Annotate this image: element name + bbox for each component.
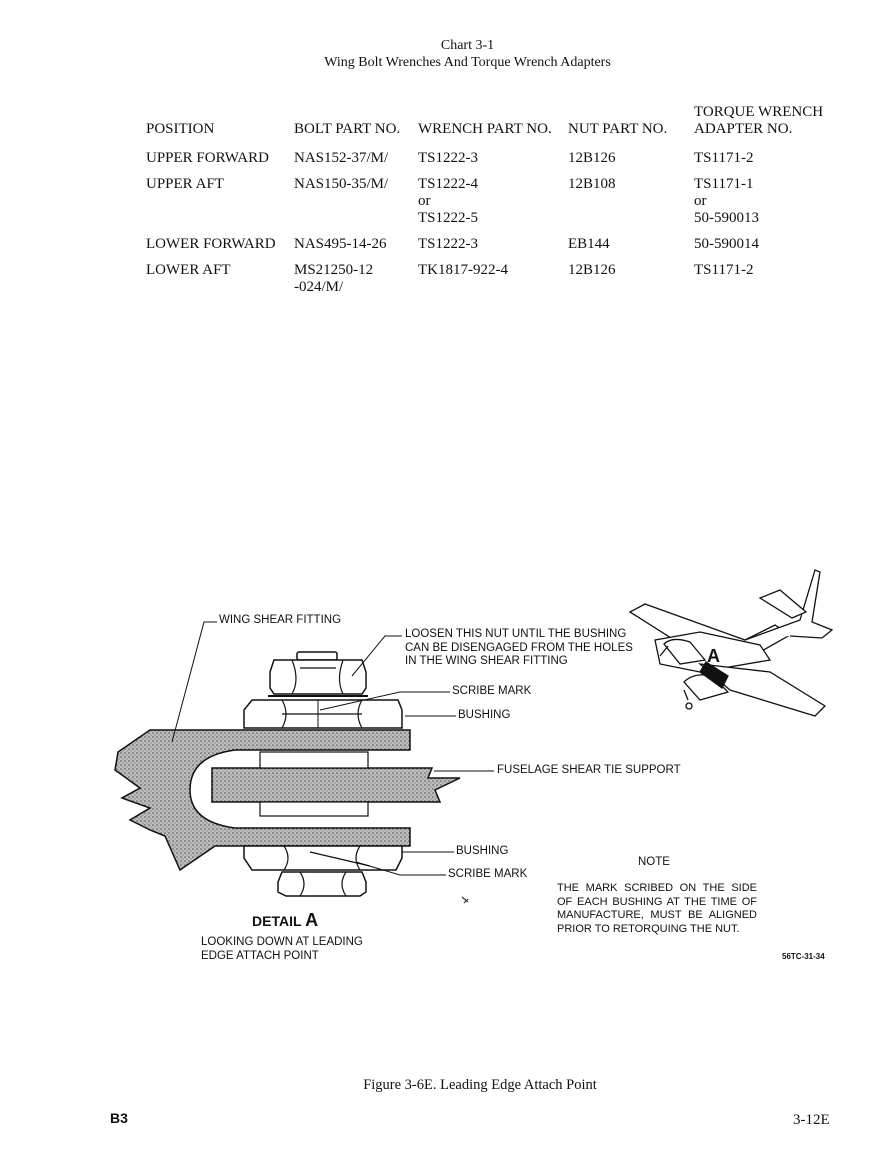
note-title: NOTE [638, 856, 670, 868]
table-header-row: POSITION BOLT PART NO. WRENCH PART NO. N… [146, 104, 842, 150]
table-row: LOWER AFT MS21250-12 -024/M/ TK1817-922-… [146, 262, 842, 305]
cell-wrench: TS1222-4 or TS1222-5 [418, 176, 568, 236]
label-wing-shear-fitting: WING SHEAR FITTING [219, 614, 342, 626]
fuselage-shear-tie [211, 767, 461, 803]
label-scribe-mark-bottom: SCRIBE MARK [448, 868, 528, 880]
header-wrench: WRENCH PART NO. [418, 121, 552, 137]
detail-a-description: LOOKING DOWN AT LEADING EDGE ATTACH POIN… [201, 936, 363, 963]
leader-wing-shear-fitting [171, 621, 217, 743]
cell-bolt: NAS495-14-26 [294, 236, 418, 262]
chart-number: Chart 3-1 [440, 38, 495, 53]
label-scribe-mark-top: SCRIBE MARK [452, 685, 532, 697]
cell-wrench-line: TK1817-922-4 [418, 262, 508, 278]
looking-line2: EDGE ATTACH POINT [201, 949, 319, 962]
cell-bolt-line: NAS495-14-26 [294, 236, 387, 252]
cell-adapter: TS1171-2 [694, 150, 842, 176]
cell-wrench-or: or [418, 193, 431, 209]
cell-bolt-line: -024/M/ [294, 279, 344, 295]
label-loosen-line3: IN THE WING SHEAR FITTING [405, 655, 568, 667]
footer-left: B3 [110, 1110, 128, 1126]
cell-wrench-line: TS1222-3 [418, 236, 478, 252]
cell-wrench-line: TS1222-3 [418, 150, 478, 166]
airplane-illustration [628, 569, 834, 717]
header-bolt: BOLT PART NO. [294, 121, 401, 137]
cell-adapter-or: or [694, 193, 707, 209]
page-number: 3-12E [793, 1112, 830, 1128]
cell-bolt: NAS152-37/M/ [294, 150, 418, 176]
cell-position: UPPER FORWARD [146, 150, 269, 166]
table-row: UPPER FORWARD NAS152-37/M/ TS1222-3 12B1… [146, 150, 842, 176]
leader-scribe-top [319, 691, 450, 711]
cell-adapter-line: 50-590013 [694, 210, 759, 226]
cell-wrench: TS1222-3 [418, 150, 568, 176]
label-loosen-line1: LOOSEN THIS NUT UNTIL THE BUSHING [405, 628, 627, 640]
airplane-callout-a: A [707, 646, 720, 666]
cell-wrench: TS1222-3 [418, 236, 568, 262]
leader-scribe-bottom [355, 861, 446, 876]
cell-adapter: TS1171-2 [694, 262, 842, 305]
cell-bolt: NAS150-35/M/ [294, 176, 418, 236]
label-bushing-bottom: BUSHING [456, 845, 509, 857]
label-bushing-top: BUSHING [458, 709, 511, 721]
top-nut [269, 659, 367, 695]
cell-nut: 12B126 [568, 150, 616, 166]
cell-wrench: TK1817-922-4 [418, 262, 568, 305]
cell-position: LOWER AFT [146, 262, 231, 278]
cell-nut: 12B108 [568, 176, 616, 192]
cell-wrench-line: TS1222-4 [418, 176, 478, 192]
cell-bolt-line: NAS152-37/M/ [294, 150, 389, 166]
cell-bolt-line: NAS150-35/M/ [294, 176, 389, 192]
leader-loosen-nut [351, 635, 402, 677]
bottom-bushing [243, 845, 403, 871]
bolt-shank-lower [259, 801, 369, 817]
cell-adapter: TS1171-1 or 50-590013 [694, 176, 842, 236]
detail-word: DETAIL [252, 913, 302, 929]
label-fuselage-shear-tie: FUSELAGE SHEAR TIE SUPPORT [497, 764, 681, 776]
label-loosen-nut: LOOSEN THIS NUT UNTIL THE BUSHING CAN BE… [405, 628, 633, 669]
cell-nut: 12B126 [568, 262, 616, 278]
header-adapter-line2: ADAPTER NO. [694, 121, 793, 137]
cell-adapter-line: 50-590014 [694, 236, 759, 252]
header-adapter-line1: TORQUE WRENCH [694, 104, 824, 120]
header-nut: NUT PART NO. [568, 121, 668, 137]
chart-title: Wing Bolt Wrenches And Torque Wrench Ada… [324, 55, 611, 70]
wing-shear-fitting [114, 729, 411, 872]
cell-adapter: 50-590014 [694, 236, 842, 262]
cell-bolt: MS21250-12 -024/M/ [294, 262, 418, 305]
table-row: UPPER AFT NAS150-35/M/ TS1222-4 or TS122… [146, 176, 842, 236]
header-position: POSITION [146, 121, 215, 137]
note-body: THE MARK SCRIBED ON THE SIDE OF EACH BUS… [557, 882, 757, 935]
cell-adapter-line: TS1171-1 [694, 176, 754, 192]
bolt-shank-upper [259, 751, 369, 769]
figure-caption: Figure 3-6E. Leading Edge Attach Point [363, 1077, 597, 1093]
detail-a-title: DETAIL A [252, 910, 318, 931]
cell-position: UPPER AFT [146, 176, 224, 192]
cell-nut: EB144 [568, 236, 610, 252]
wing-bolt-table: POSITION BOLT PART NO. WRENCH PART NO. N… [146, 104, 842, 305]
header-adapter: TORQUE WRENCH ADAPTER NO. [694, 104, 842, 150]
cell-position: LOWER FORWARD [146, 236, 276, 252]
top-nut-cap [296, 651, 338, 661]
drawing-id: 56TC-31-34 [782, 952, 825, 961]
cell-adapter-line: TS1171-2 [694, 262, 754, 278]
looking-line1: LOOKING DOWN AT LEADING [201, 936, 363, 948]
bottom-nut [277, 871, 367, 897]
detail-letter: A [305, 910, 319, 930]
cell-wrench-line: TS1222-5 [418, 210, 478, 226]
cell-adapter-line: TS1171-2 [694, 150, 754, 166]
label-loosen-line2: CAN BE DISENGAGED FROM THE HOLES [405, 641, 633, 654]
table-row: LOWER FORWARD NAS495-14-26 TS1222-3 EB14… [146, 236, 842, 262]
cell-bolt-line: MS21250-12 [294, 262, 374, 278]
